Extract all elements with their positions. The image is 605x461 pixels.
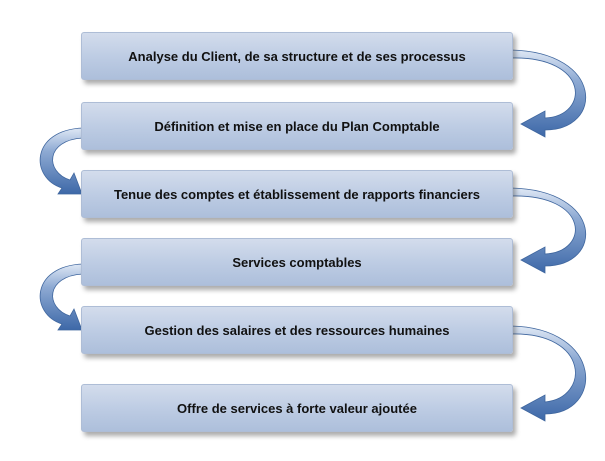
process-step-2-label: Définition et mise en place du Plan Comp… — [154, 118, 440, 134]
curved-arrow-right-3 — [510, 325, 587, 422]
process-step-6-label: Offre de services à forte valeur ajoutée — [177, 400, 417, 416]
curved-arrow-left-1 — [39, 127, 84, 195]
curved-arrow-right-1 — [510, 49, 587, 138]
curved-arrow-left-2 — [39, 263, 84, 331]
process-step-1: Analyse du Client, de sa structure et de… — [81, 32, 513, 80]
process-step-4: Services comptables — [81, 238, 513, 286]
process-step-5: Gestion des salaires et des ressources h… — [81, 306, 513, 354]
process-step-6: Offre de services à forte valeur ajoutée — [81, 384, 513, 432]
process-step-3-label: Tenue des comptes et établissement de ra… — [113, 186, 481, 202]
process-step-1-label: Analyse du Client, de sa structure et de… — [128, 48, 466, 64]
process-step-5-label: Gestion des salaires et des ressources h… — [144, 322, 450, 338]
process-step-3: Tenue des comptes et établissement de ra… — [81, 170, 513, 218]
process-step-2: Définition et mise en place du Plan Comp… — [81, 102, 513, 150]
curved-arrow-right-2 — [510, 187, 587, 274]
process-step-4-label: Services comptables — [232, 254, 362, 270]
